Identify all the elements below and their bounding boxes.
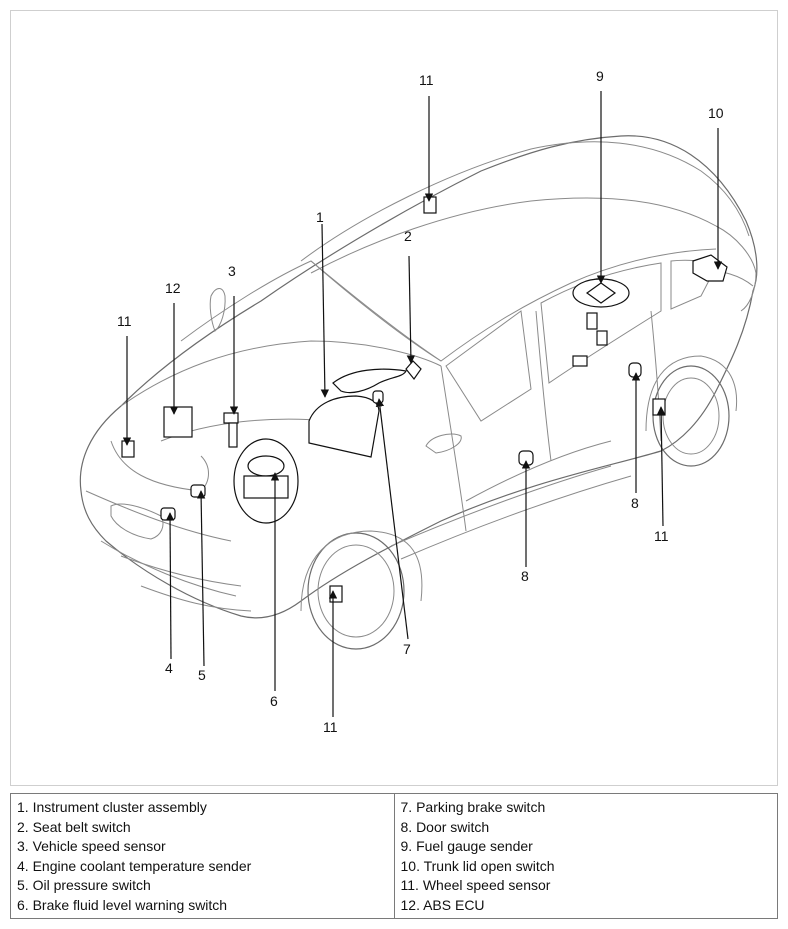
callout-11-front-left: 11: [117, 313, 132, 329]
callout-11-rear-right: 11: [654, 528, 669, 544]
legend-item: 8. Door switch: [400, 818, 490, 835]
callout-9: 9: [596, 68, 604, 84]
legend-table: 1. Instrument cluster assembly 2. Seat b…: [10, 793, 778, 919]
legend-column-left: 1. Instrument cluster assembly 2. Seat b…: [11, 794, 394, 918]
component-location-diagram: 1 2 3 4 5 6 7 8 8 9 10 11 11 11 11 12: [10, 10, 778, 786]
callout-7: 7: [403, 641, 411, 657]
legend-item: 1. Instrument cluster assembly: [17, 799, 207, 815]
callout-3: 3: [228, 263, 236, 279]
callout-11-top: 11: [419, 72, 434, 88]
callout-11-front-right: 11: [323, 719, 338, 735]
callout-10: 10: [708, 105, 724, 121]
legend-item: 10. Trunk lid open switch: [400, 857, 555, 874]
legend-column-right: 7. Parking brake switch 8. Door switch 9…: [393, 794, 778, 918]
component-shapes: [121, 196, 728, 603]
legend-item: 7. Parking brake switch: [400, 799, 546, 815]
callout-4: 4: [165, 660, 173, 676]
legend-item: 11. Wheel speed sensor: [400, 877, 551, 894]
callout-6: 6: [270, 693, 278, 709]
callout-5: 5: [198, 667, 206, 683]
callout-12: 12: [165, 280, 181, 296]
legend-item: 4. Engine coolant temperature sender: [17, 857, 252, 874]
car-drawing: [79, 91, 758, 717]
callout-8-front-door: 8: [521, 568, 529, 584]
callout-1: 1: [316, 209, 324, 225]
car-body-outline: [79, 135, 758, 650]
callout-2: 2: [404, 228, 412, 244]
leader-lines: [122, 91, 723, 717]
legend-item: 6. Brake fluid level warning switch: [17, 896, 228, 913]
legend-item: 3. Vehicle speed sensor: [17, 838, 166, 855]
callout-8-rear-door: 8: [631, 495, 639, 511]
legend-item: 9. Fuel gauge sender: [400, 838, 533, 855]
legend-item: 12. ABS ECU: [400, 896, 485, 913]
legend-item: 5. Oil pressure switch: [17, 877, 151, 894]
legend-item: 2. Seat belt switch: [17, 818, 131, 835]
